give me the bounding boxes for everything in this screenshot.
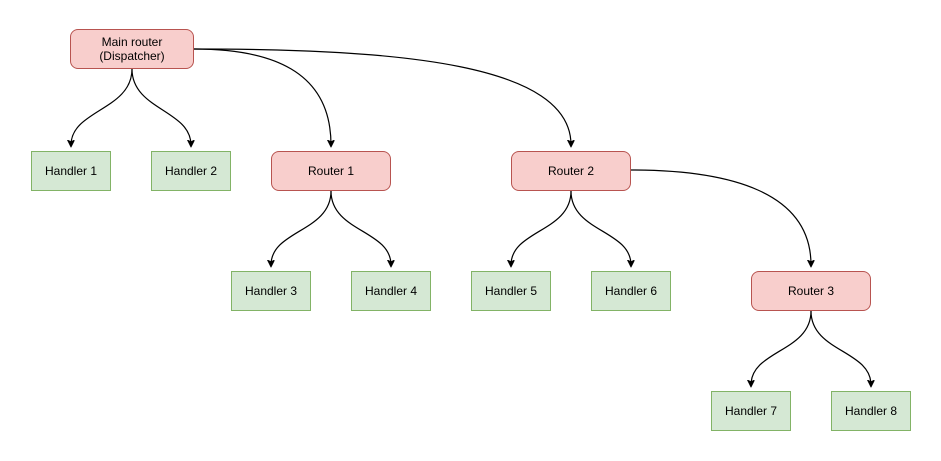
node-handler-4[interactable]: Handler 4 [351,271,431,311]
node-router-2[interactable]: Router 2 [511,151,631,191]
node-label-handler-4: Handler 4 [364,284,418,298]
node-handler-3[interactable]: Handler 3 [231,271,311,311]
node-label-main-router: Main router (Dispatcher) [99,35,165,63]
node-label-router-3: Router 3 [787,284,835,298]
node-label-handler-3: Handler 3 [244,284,298,298]
node-label-handler-7: Handler 7 [724,404,778,418]
node-label-handler-5: Handler 5 [484,284,538,298]
node-main-router[interactable]: Main router (Dispatcher) [70,29,194,69]
node-handler-6[interactable]: Handler 6 [591,271,671,311]
node-label-router-1: Router 1 [307,164,355,178]
node-label-handler-2: Handler 2 [164,164,218,178]
edge-main-to-handler-1 [71,68,133,145]
node-handler-8[interactable]: Handler 8 [831,391,911,431]
edge-router-1-to-handler-3 [271,190,332,265]
edge-router-1-to-handler-4 [330,190,391,265]
node-router-3[interactable]: Router 3 [751,271,871,311]
edge-router-2-to-router-3 [630,169,811,265]
node-label-handler-1: Handler 1 [44,164,98,178]
node-handler-5[interactable]: Handler 5 [471,271,551,311]
edges-group [71,48,871,385]
edge-main-to-handler-2 [131,68,191,145]
node-handler-2[interactable]: Handler 2 [151,151,231,191]
edge-router-3-to-handler-7 [751,310,812,385]
node-label-router-2: Router 2 [547,164,595,178]
edge-router-2-to-handler-5 [511,190,572,265]
edge-main-to-router-2 [193,48,571,145]
edge-router-3-to-handler-8 [810,310,871,385]
edge-main-to-router-1 [193,48,331,145]
edge-router-2-to-handler-6 [570,190,631,265]
node-label-handler-8: Handler 8 [844,404,898,418]
node-handler-1[interactable]: Handler 1 [31,151,111,191]
node-router-1[interactable]: Router 1 [271,151,391,191]
node-handler-7[interactable]: Handler 7 [711,391,791,431]
node-label-handler-6: Handler 6 [604,284,658,298]
